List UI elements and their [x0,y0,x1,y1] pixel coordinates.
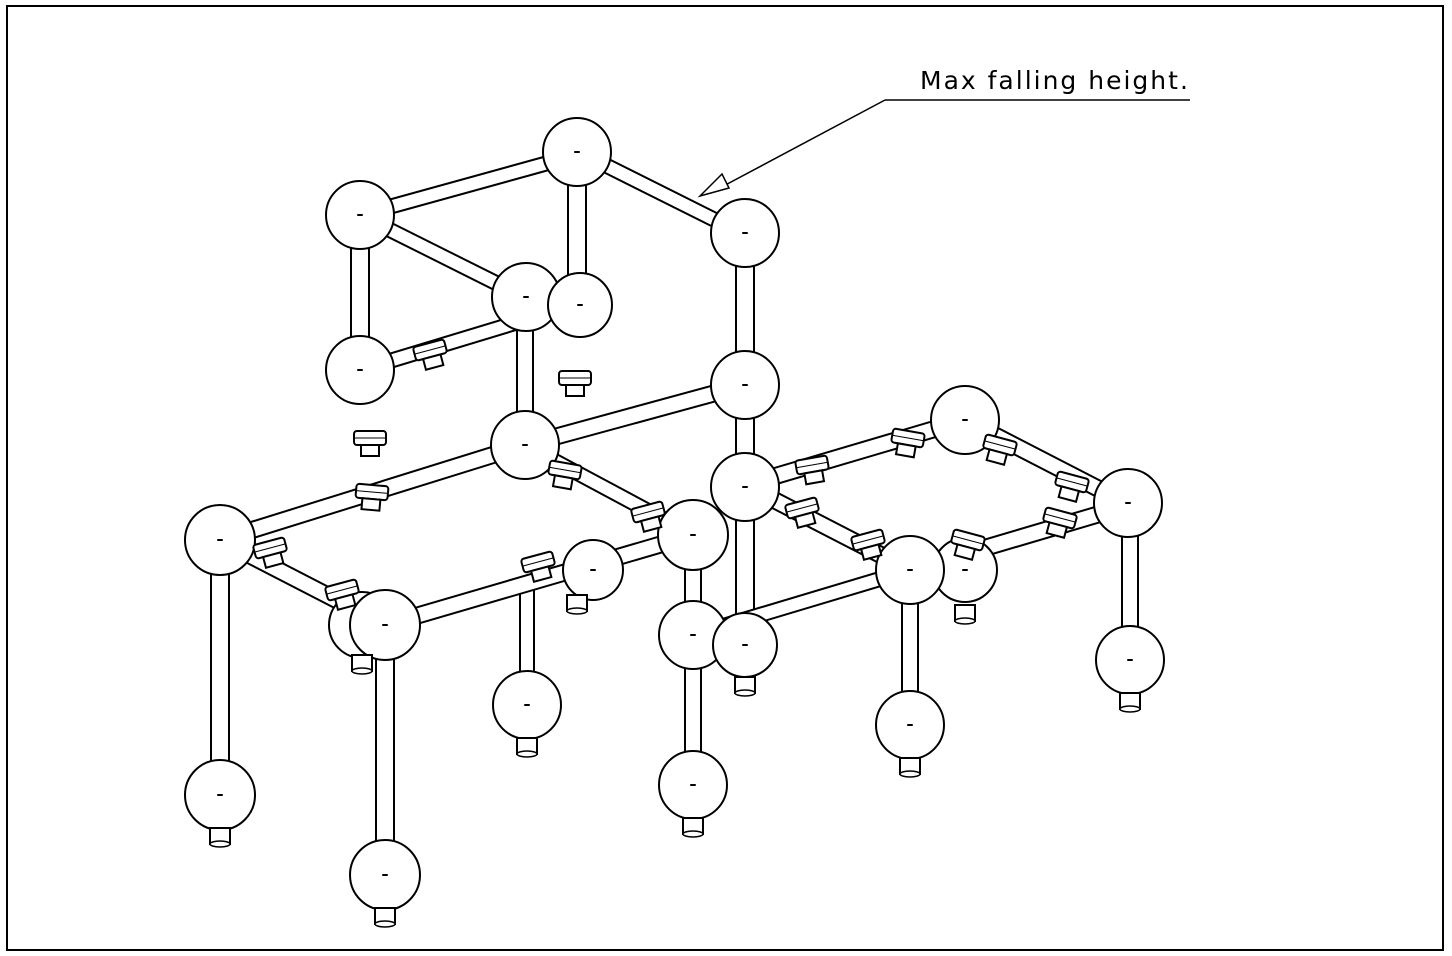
callout-leader [697,99,1190,198]
playground-frame [184,117,1165,928]
pipe-clamp [794,454,832,487]
callout-label: Max falling height. [920,66,1190,95]
pipe-clamp [545,459,583,492]
pipe-clamp [558,370,592,397]
pipe-clamp [353,482,390,513]
drawing-border [6,5,1444,951]
pipe-clamp [353,430,387,457]
pipe-clamp [888,427,926,460]
